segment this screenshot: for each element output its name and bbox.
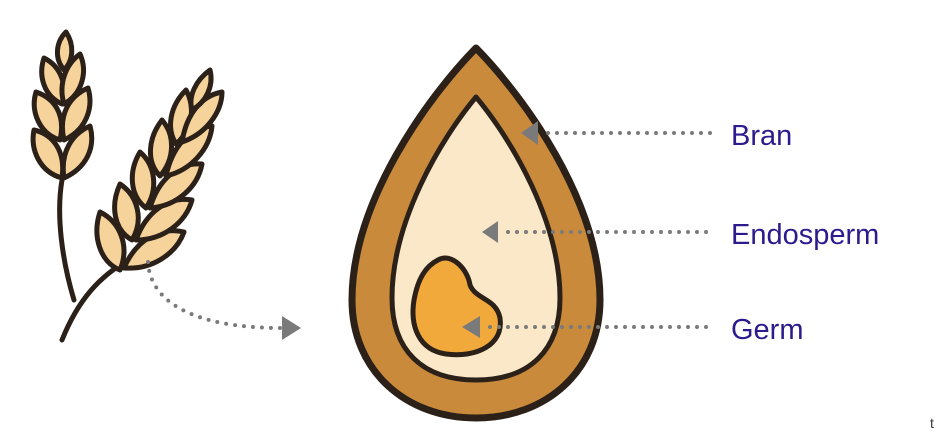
wheat-stem-left (60, 180, 74, 300)
bran-label: Bran (731, 120, 792, 152)
endosperm-label: Endosperm (731, 219, 879, 251)
wheat-pointer-arrowhead (282, 316, 301, 340)
wheat-ear-right (97, 70, 222, 270)
wheat-stalk-icon (33, 32, 222, 340)
wheat-ear-left (33, 32, 92, 178)
wheat-pointer-dotted-line (148, 262, 282, 328)
wheat-to-kernel-pointer (148, 262, 301, 340)
germ-label: Germ (731, 314, 804, 346)
corner-mark: t (930, 415, 934, 431)
